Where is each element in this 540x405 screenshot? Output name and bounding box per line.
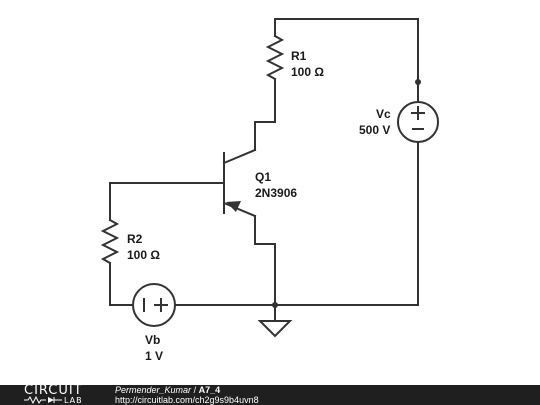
voltage-source-vb	[132, 283, 176, 327]
footer-separator: /	[193, 385, 197, 395]
logo-text-bottom: LAB	[64, 396, 83, 405]
wire-emitter	[254, 215, 276, 306]
resistor-r2	[100, 218, 120, 265]
schematic-canvas: R1 100 Ω Vc 500 V Q1 2N3906 R2 100 Ω Vb …	[100, 18, 439, 363]
r2-name-label: R2	[127, 232, 143, 246]
r2-value-label: 100 Ω	[127, 248, 160, 262]
wire-r1-collector	[254, 78, 276, 151]
q1-emitter	[222, 201, 257, 218]
circuit-name: A7_4	[198, 385, 221, 395]
resistor-r1	[265, 34, 285, 81]
wire-r2-vb	[109, 262, 134, 306]
vc-name-label: Vc	[376, 107, 391, 121]
logo-circuit-icon	[24, 396, 62, 404]
logo-text-top: CIRCUIT	[24, 383, 83, 398]
r1-value-label: 100 Ω	[291, 65, 324, 79]
circuit-schematic: R1 100 Ω Vc 500 V Q1 2N3906 R2 100 Ω Vb …	[100, 18, 439, 363]
q1-name-label: Q1	[255, 170, 271, 184]
vb-value-label: 1 V	[145, 349, 163, 363]
voltage-source-vc	[397, 81, 439, 143]
circuit-url-link[interactable]: http://circuitlab.com/ch2g9s9b4uvn8	[115, 395, 259, 405]
q1-collector	[222, 148, 257, 165]
r1-name-label: R1	[291, 49, 307, 63]
q1-emitter-arrow	[226, 201, 241, 212]
wire-top	[274, 18, 419, 83]
wire-base	[109, 182, 225, 221]
footer-bar: CIRCUIT LAB Permender_Kumar / A7_4 http:…	[0, 383, 540, 405]
transistor-q1	[222, 148, 257, 218]
ground-symbol	[257, 304, 293, 338]
vb-name-label: Vb	[145, 333, 160, 347]
author-link[interactable]: Permender_Kumar	[115, 385, 192, 395]
q1-part-label: 2N3906	[255, 186, 297, 200]
circuitlab-logo[interactable]: CIRCUIT LAB	[24, 383, 94, 405]
node-ground	[272, 302, 278, 308]
footer-credit: Permender_Kumar / A7_4	[115, 385, 220, 395]
vc-value-label: 500 V	[359, 123, 390, 137]
